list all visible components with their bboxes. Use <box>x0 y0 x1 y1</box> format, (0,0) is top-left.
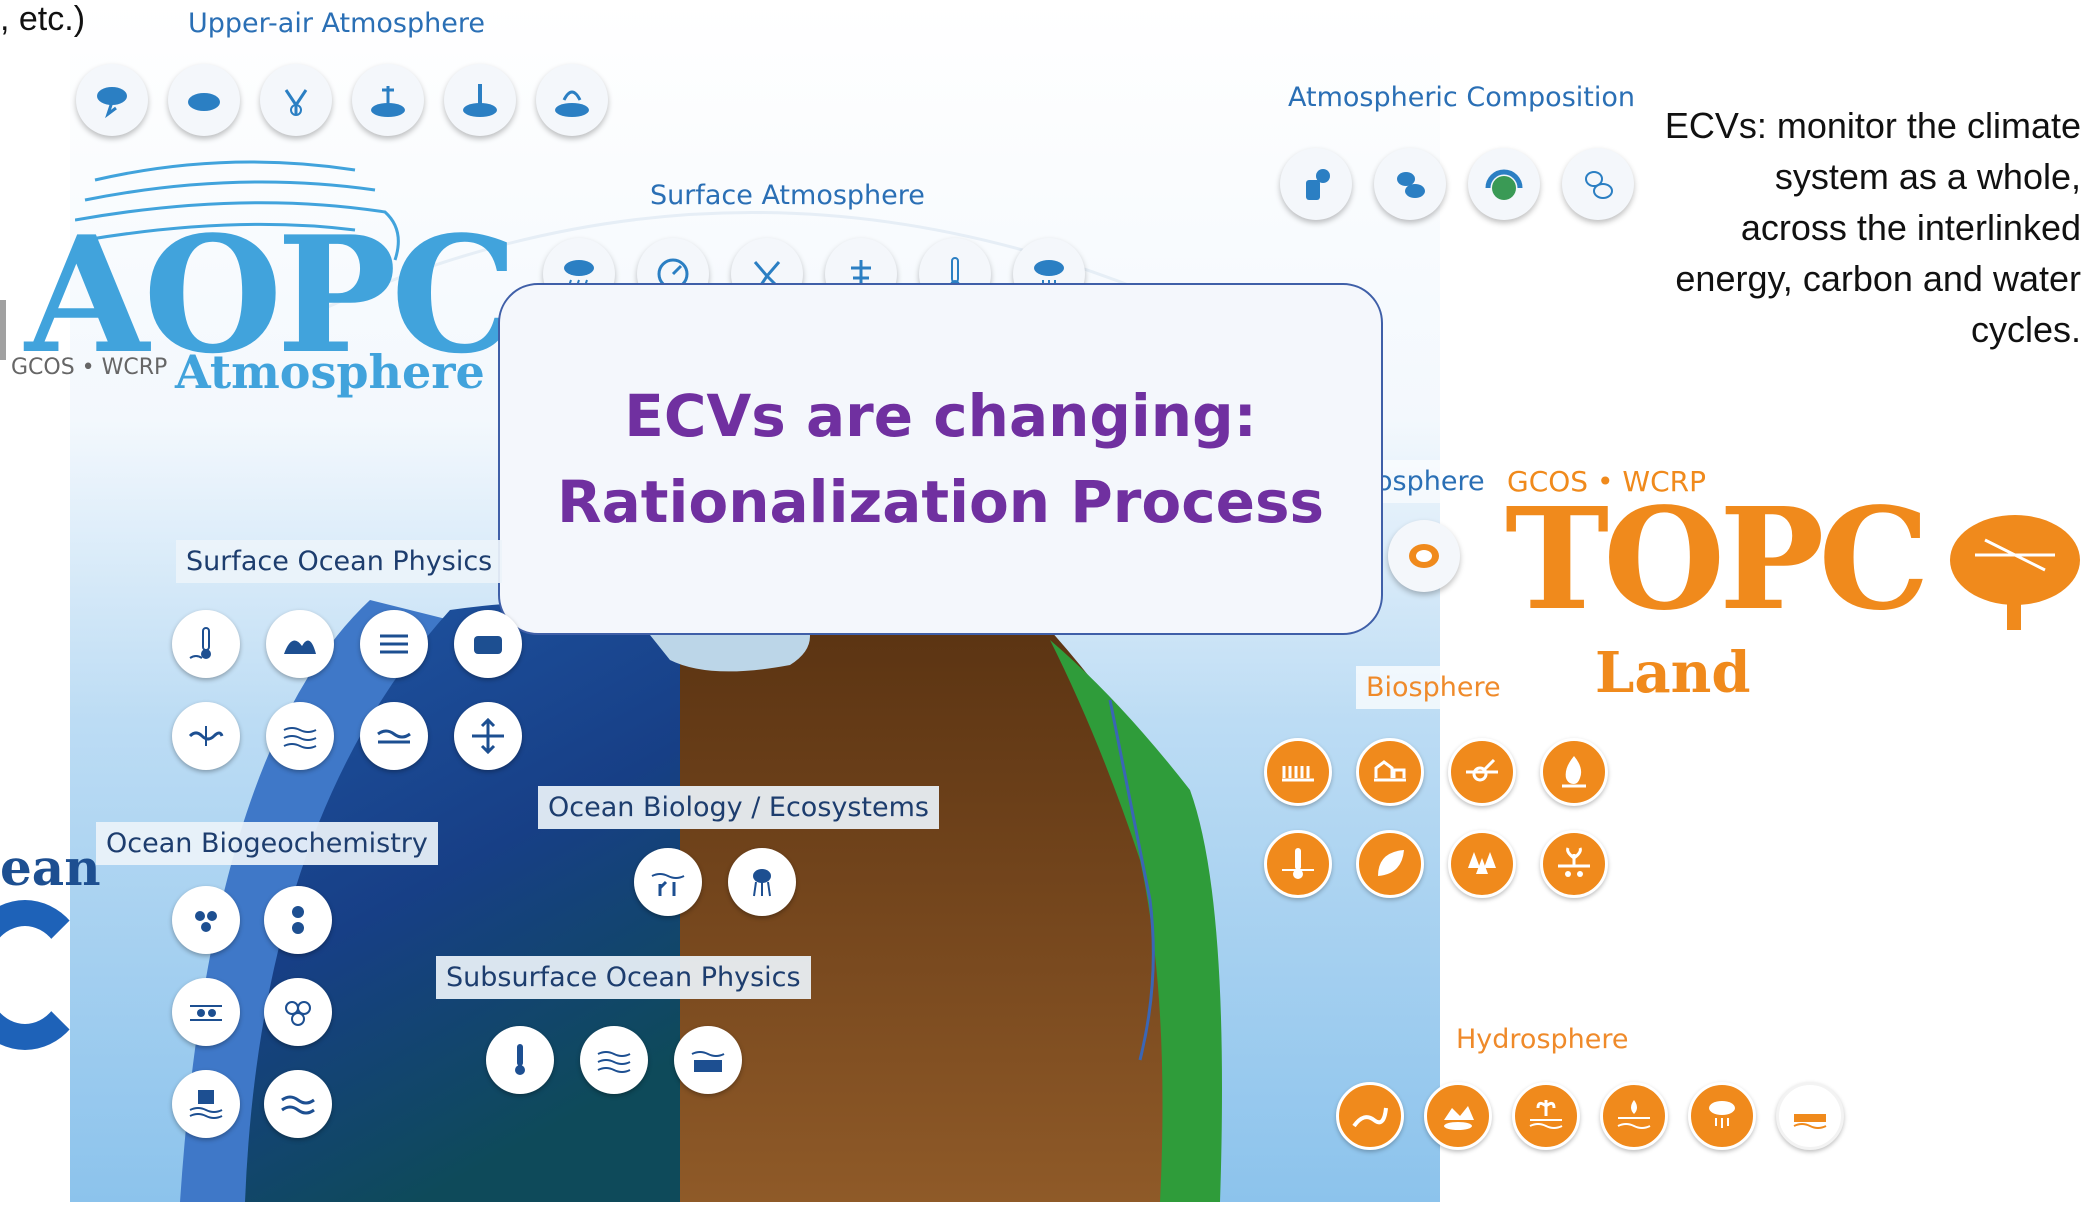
aopc-org-label: GCOS • WCRP <box>11 355 168 380</box>
surface-stress-icon[interactable] <box>454 702 522 770</box>
aopc-domain-label: Atmosphere <box>175 345 485 399</box>
cryosphere-title: osphere <box>1366 460 1495 503</box>
river-discharge-icon[interactable] <box>1336 1082 1404 1150</box>
marine-habitat-icon[interactable] <box>634 848 702 916</box>
soil-carbon-icon[interactable] <box>1448 738 1516 806</box>
ecv-description: ECVs: monitor the climate system as a wh… <box>1664 105 2081 350</box>
topc-logo: GCOS • WCRP TOPC Land <box>1505 465 2085 715</box>
tree-icon <box>1950 515 2080 630</box>
atmospheric-composition-title: Atmospheric Composition <box>1288 82 1635 113</box>
top-left-fragment: , etc.) <box>0 0 86 38</box>
hydrosphere-icons <box>1336 1082 1844 1150</box>
soil-moisture-icon[interactable] <box>1600 1082 1668 1150</box>
sea-surface-water-icon[interactable] <box>1776 1082 1844 1150</box>
surface-current-icon[interactable] <box>360 610 428 678</box>
fire-icon[interactable] <box>1540 738 1608 806</box>
carbon-dioxide-icon[interactable] <box>1374 148 1446 220</box>
above-ground-biomass-icon[interactable] <box>1448 830 1516 898</box>
ocean-surface-heat-flux-icon[interactable] <box>266 702 334 770</box>
atmospheric-composition-icons <box>1280 148 1634 220</box>
surface-ocean-physics-title: Surface Ocean Physics <box>176 540 503 583</box>
groundwater-icon[interactable] <box>1512 1082 1580 1150</box>
lakes-icon[interactable] <box>1424 1082 1492 1150</box>
upper-air-icons <box>76 64 608 136</box>
sea-surface-salinity-icon[interactable] <box>172 702 240 770</box>
sea-level-icon[interactable] <box>360 702 428 770</box>
subsurface-temperature-icon[interactable] <box>486 1026 554 1094</box>
nutrients-icon[interactable] <box>172 978 240 1046</box>
nitrous-oxide-icon[interactable] <box>264 978 332 1046</box>
callout-line-2: Rationalization Process <box>557 468 1324 536</box>
subsurface-ocean-physics-icons <box>486 1026 742 1094</box>
subsurface-currents-icon[interactable] <box>580 1026 648 1094</box>
permafrost-icon[interactable] <box>1388 520 1460 592</box>
plankton-icon[interactable] <box>728 848 796 916</box>
lightning-cloud-icon[interactable] <box>76 64 148 136</box>
sea-state-icon[interactable] <box>266 610 334 678</box>
fapar-icon[interactable] <box>1540 830 1608 898</box>
surface-ocean-physics-icons <box>172 610 532 770</box>
thermometer-icon[interactable] <box>444 64 516 136</box>
topc-letters: TOPC <box>1505 478 1930 642</box>
ocean-partial-label: ean <box>0 838 101 897</box>
land-cover-icon[interactable] <box>1264 738 1332 806</box>
topc-domain-label: Land <box>1595 640 1751 706</box>
ocean-biogeochemistry-icons <box>172 886 342 1138</box>
aopc-side-fragment <box>0 300 6 360</box>
transient-tracers-icon[interactable] <box>264 1070 332 1138</box>
wind-lines-icon <box>75 160 400 261</box>
land-surface-icon[interactable] <box>1356 738 1424 806</box>
evaporation-icon[interactable] <box>1688 1082 1756 1150</box>
aopc-logo: AOPC GCOS • WCRP Atmosphere <box>11 150 518 450</box>
aerosol-icon[interactable] <box>1280 148 1352 220</box>
rationalization-callout: ECVs are changing: Rationalization Proce… <box>498 283 1383 635</box>
oxygen-icon[interactable] <box>264 886 332 954</box>
inorganic-carbon-icon[interactable] <box>172 886 240 954</box>
upper-air-title: Upper-air Atmosphere <box>188 8 485 39</box>
ocean-biogeochemistry-title: Ocean Biogeochemistry <box>96 822 438 865</box>
biosphere-title: Biosphere <box>1356 666 1511 709</box>
topc-org-label: GCOS • WCRP <box>1507 465 1706 498</box>
subsurface-salinity-icon[interactable] <box>674 1026 742 1094</box>
cryosphere-icons <box>1388 520 1460 592</box>
hydrosphere-title: Hydrosphere <box>1446 1018 1639 1061</box>
ocean-colour-icon[interactable] <box>172 1070 240 1138</box>
ozone-icon[interactable] <box>1468 148 1540 220</box>
balloon-icon[interactable] <box>352 64 424 136</box>
leaf-area-icon[interactable] <box>1356 830 1424 898</box>
sea-ice-icon[interactable] <box>454 610 522 678</box>
ocean-biology-title: Ocean Biology / Ecosystems <box>538 786 939 829</box>
sea-surface-temperature-icon[interactable] <box>172 610 240 678</box>
cloud-icon[interactable] <box>168 64 240 136</box>
radiation-icon[interactable] <box>536 64 608 136</box>
land-surface-temperature-icon[interactable] <box>1264 830 1332 898</box>
callout-line-1: ECVs are changing: <box>624 382 1257 450</box>
wind-vector-icon[interactable] <box>260 64 332 136</box>
aopc-letters: AOPC <box>25 201 518 389</box>
biosphere-icons <box>1264 738 1644 898</box>
ocean-biology-icons <box>634 848 796 916</box>
precursors-icon[interactable] <box>1562 148 1634 220</box>
subsurface-ocean-physics-title: Subsurface Ocean Physics <box>436 956 811 999</box>
surface-atmosphere-title: Surface Atmosphere <box>650 180 925 211</box>
